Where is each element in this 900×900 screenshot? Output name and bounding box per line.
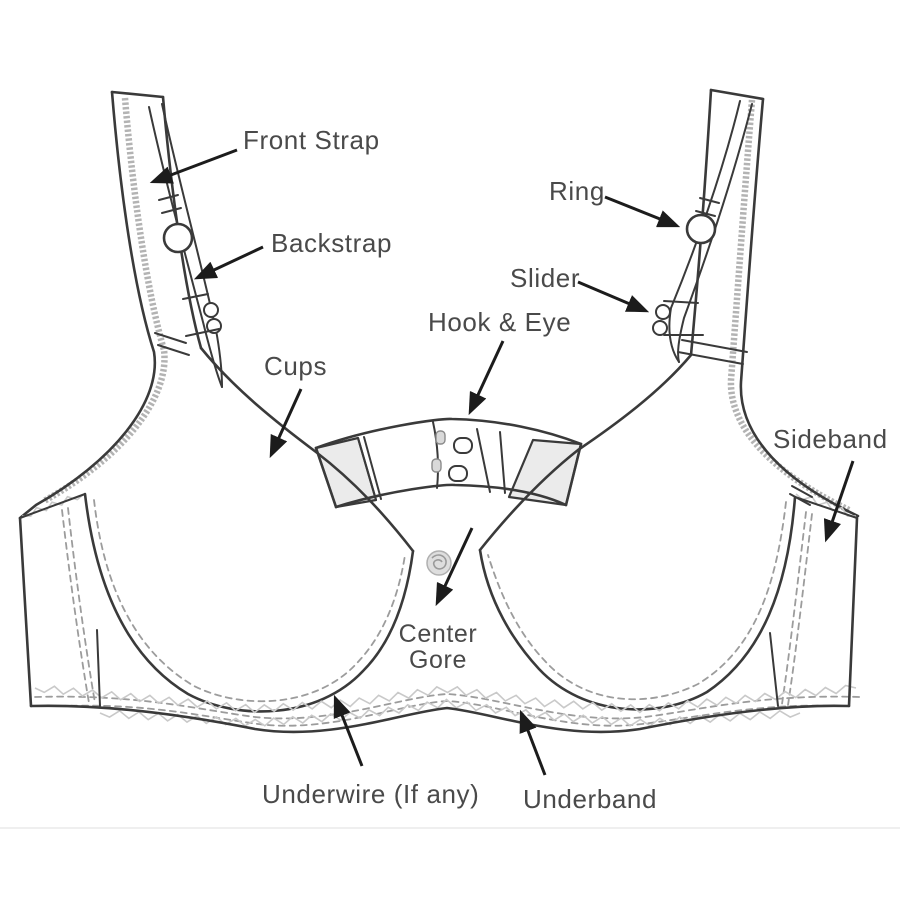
band-outlines xyxy=(18,485,859,734)
underband-arrow xyxy=(519,709,547,776)
strap-shading xyxy=(42,97,851,513)
cups-arrow xyxy=(269,388,303,459)
left-backstrap xyxy=(148,103,223,388)
ring-arrow xyxy=(604,195,681,228)
hook-eye-clasp xyxy=(314,417,583,509)
sideband-arrow xyxy=(823,460,855,543)
eye-partial xyxy=(435,430,446,445)
ring-label: Ring xyxy=(549,176,605,206)
hook-eye-label: Hook & Eye xyxy=(428,307,572,337)
eye-loop xyxy=(448,465,468,482)
backstrap-arrow xyxy=(193,245,264,280)
center-gore-bow xyxy=(426,550,452,576)
cup-outlines xyxy=(83,492,797,713)
necklines xyxy=(199,346,693,553)
front-strap-arrow xyxy=(149,148,238,184)
eye-loop xyxy=(453,437,473,454)
sideband-label: Sideband xyxy=(773,424,888,454)
left-ring xyxy=(162,222,194,254)
underband-label: Underband xyxy=(523,784,658,814)
underwire-label: Underwire (If any) xyxy=(262,779,480,809)
right-slider-loop xyxy=(652,320,668,336)
left-slider-loop xyxy=(203,302,219,318)
right-backstrap xyxy=(652,100,753,365)
front-strap-label: Front Strap xyxy=(243,125,380,155)
backstrap-label: Backstrap xyxy=(271,228,393,258)
zigzag-stitching xyxy=(21,493,857,727)
right-slider-loop xyxy=(655,304,671,320)
annotation-arrows xyxy=(149,148,855,776)
right-ring xyxy=(685,213,717,245)
cups-label: Cups xyxy=(264,351,328,381)
center-gore-arrow xyxy=(435,527,474,607)
slider-label: Slider xyxy=(510,263,581,293)
slider-arrow xyxy=(577,280,650,313)
hook-eye-arrow xyxy=(468,340,505,416)
underwire-arrow xyxy=(333,694,364,767)
eye-partial xyxy=(431,458,442,473)
center-gore-label: Center Gore xyxy=(398,620,478,675)
